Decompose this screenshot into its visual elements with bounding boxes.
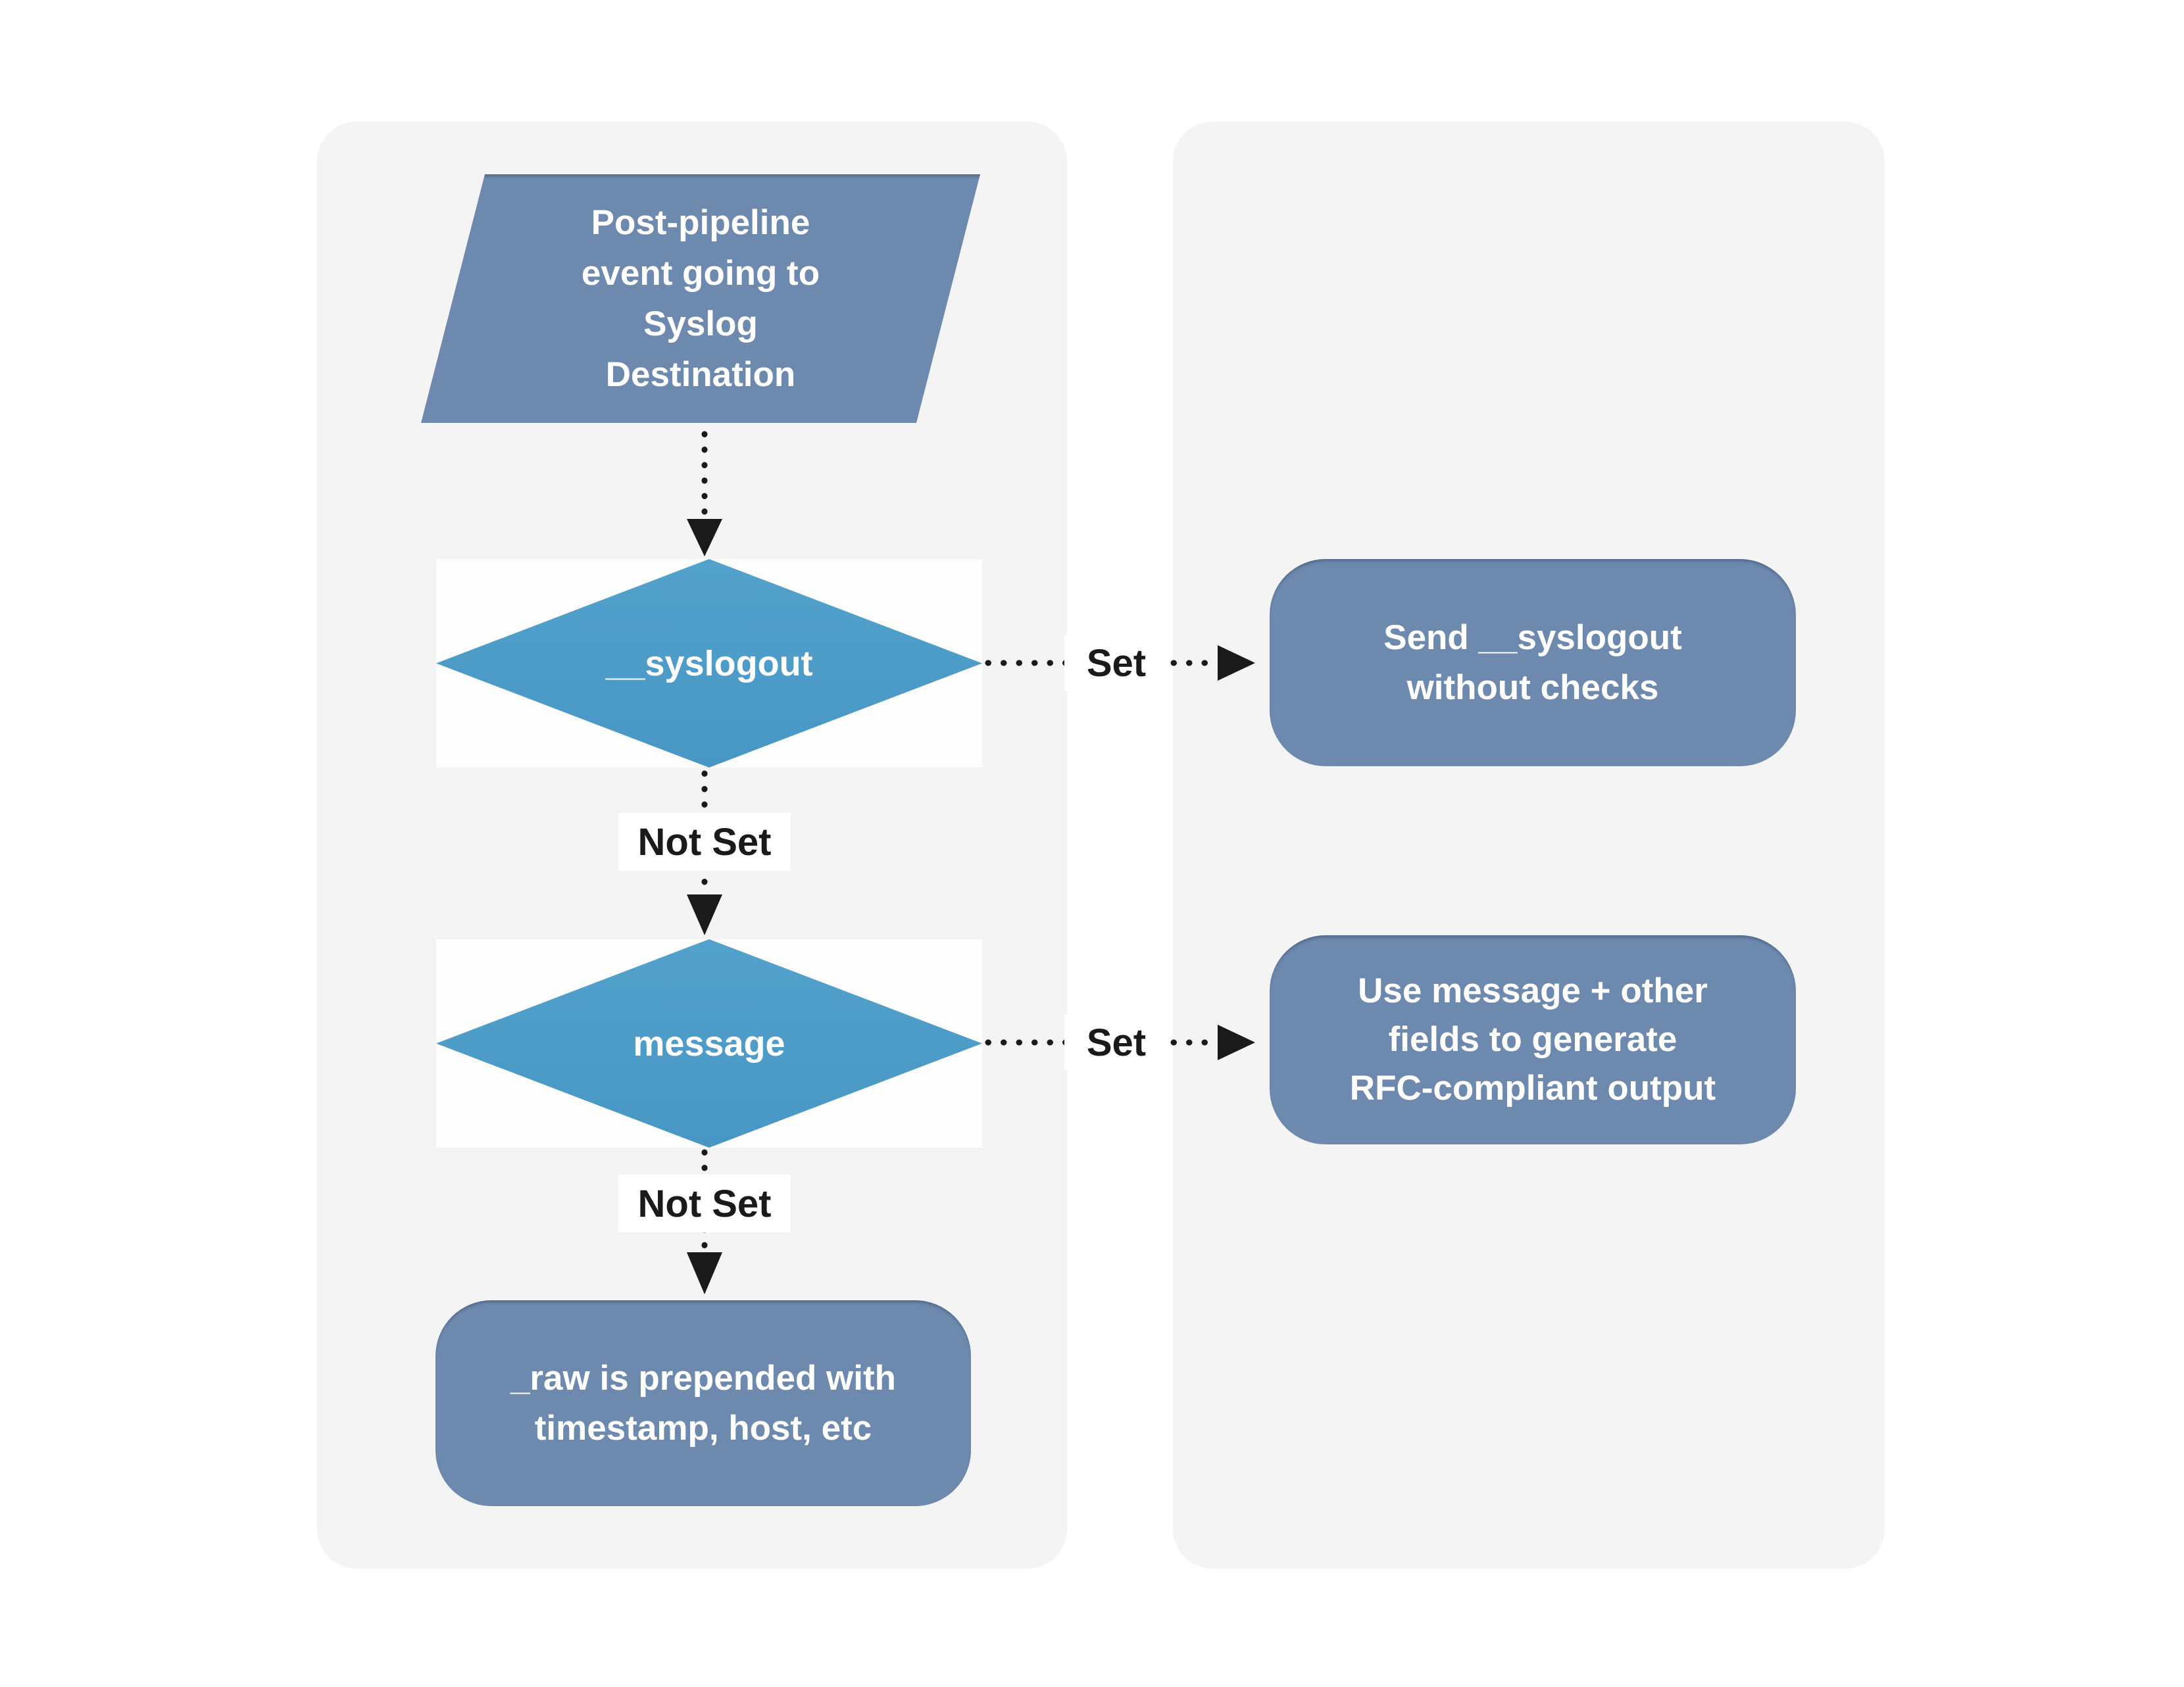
edge-message-set xyxy=(985,1025,1255,1060)
edge-label-not-set-syslogout: Not Set xyxy=(618,813,791,871)
process-text: fields to generate xyxy=(1388,1020,1677,1059)
arrow-down-icon xyxy=(687,894,722,935)
edge-label-not-set-message: Not Set xyxy=(618,1175,791,1233)
decision-syslogout-label: __syslogout xyxy=(605,643,813,683)
process-send-without-checks: Send __syslogout without checks xyxy=(1270,559,1796,766)
decision-syslogout-box: __syslogout xyxy=(436,559,982,768)
edge-syslogout-set xyxy=(985,645,1255,681)
decision-message: message xyxy=(436,939,982,1148)
process-text: Use message + other xyxy=(1358,971,1708,1010)
edge-label-text: Set xyxy=(1086,641,1147,685)
process-text: RFC-compliant output xyxy=(1349,1069,1716,1108)
start-node-text: event going to xyxy=(581,254,820,293)
process-raw-prepend: _raw is prepended with timestamp, host, … xyxy=(435,1300,971,1506)
decision-message-label: message xyxy=(633,1023,785,1064)
arrow-right-icon xyxy=(1218,645,1255,681)
edge-syslogout-not-set xyxy=(687,770,722,935)
edge-label-text: Set xyxy=(1086,1021,1147,1064)
edge-label-text: Not Set xyxy=(637,1182,772,1225)
start-node-text: Post-pipeline xyxy=(591,203,810,242)
edge-start-to-syslogout xyxy=(687,431,722,556)
arrow-down-icon xyxy=(687,519,722,556)
process-text: Send __syslogout xyxy=(1383,618,1682,657)
process-text: timestamp, host, etc xyxy=(534,1408,872,1448)
process-rfc-compliant-output: Use message + other fields to generate R… xyxy=(1270,935,1796,1144)
edge-label-set-message: Set xyxy=(1064,1015,1168,1070)
process-text: _raw is prepended with xyxy=(510,1358,897,1398)
edge-label-set-syslogout: Set xyxy=(1064,635,1168,691)
start-node-text: Syslog xyxy=(643,305,758,343)
flow-panel-right xyxy=(1173,122,1885,1569)
process-text: without checks xyxy=(1406,668,1659,707)
start-node-text: Destination xyxy=(605,355,796,394)
edge-label-text: Not Set xyxy=(637,820,772,864)
start-node-parallelogram: Post-pipeline event going to Syslog Dest… xyxy=(421,174,980,423)
arrow-right-icon xyxy=(1218,1025,1255,1060)
decision-message-box: message xyxy=(436,939,982,1148)
arrow-down-icon xyxy=(687,1252,722,1294)
decision-syslogout: __syslogout xyxy=(436,559,982,768)
